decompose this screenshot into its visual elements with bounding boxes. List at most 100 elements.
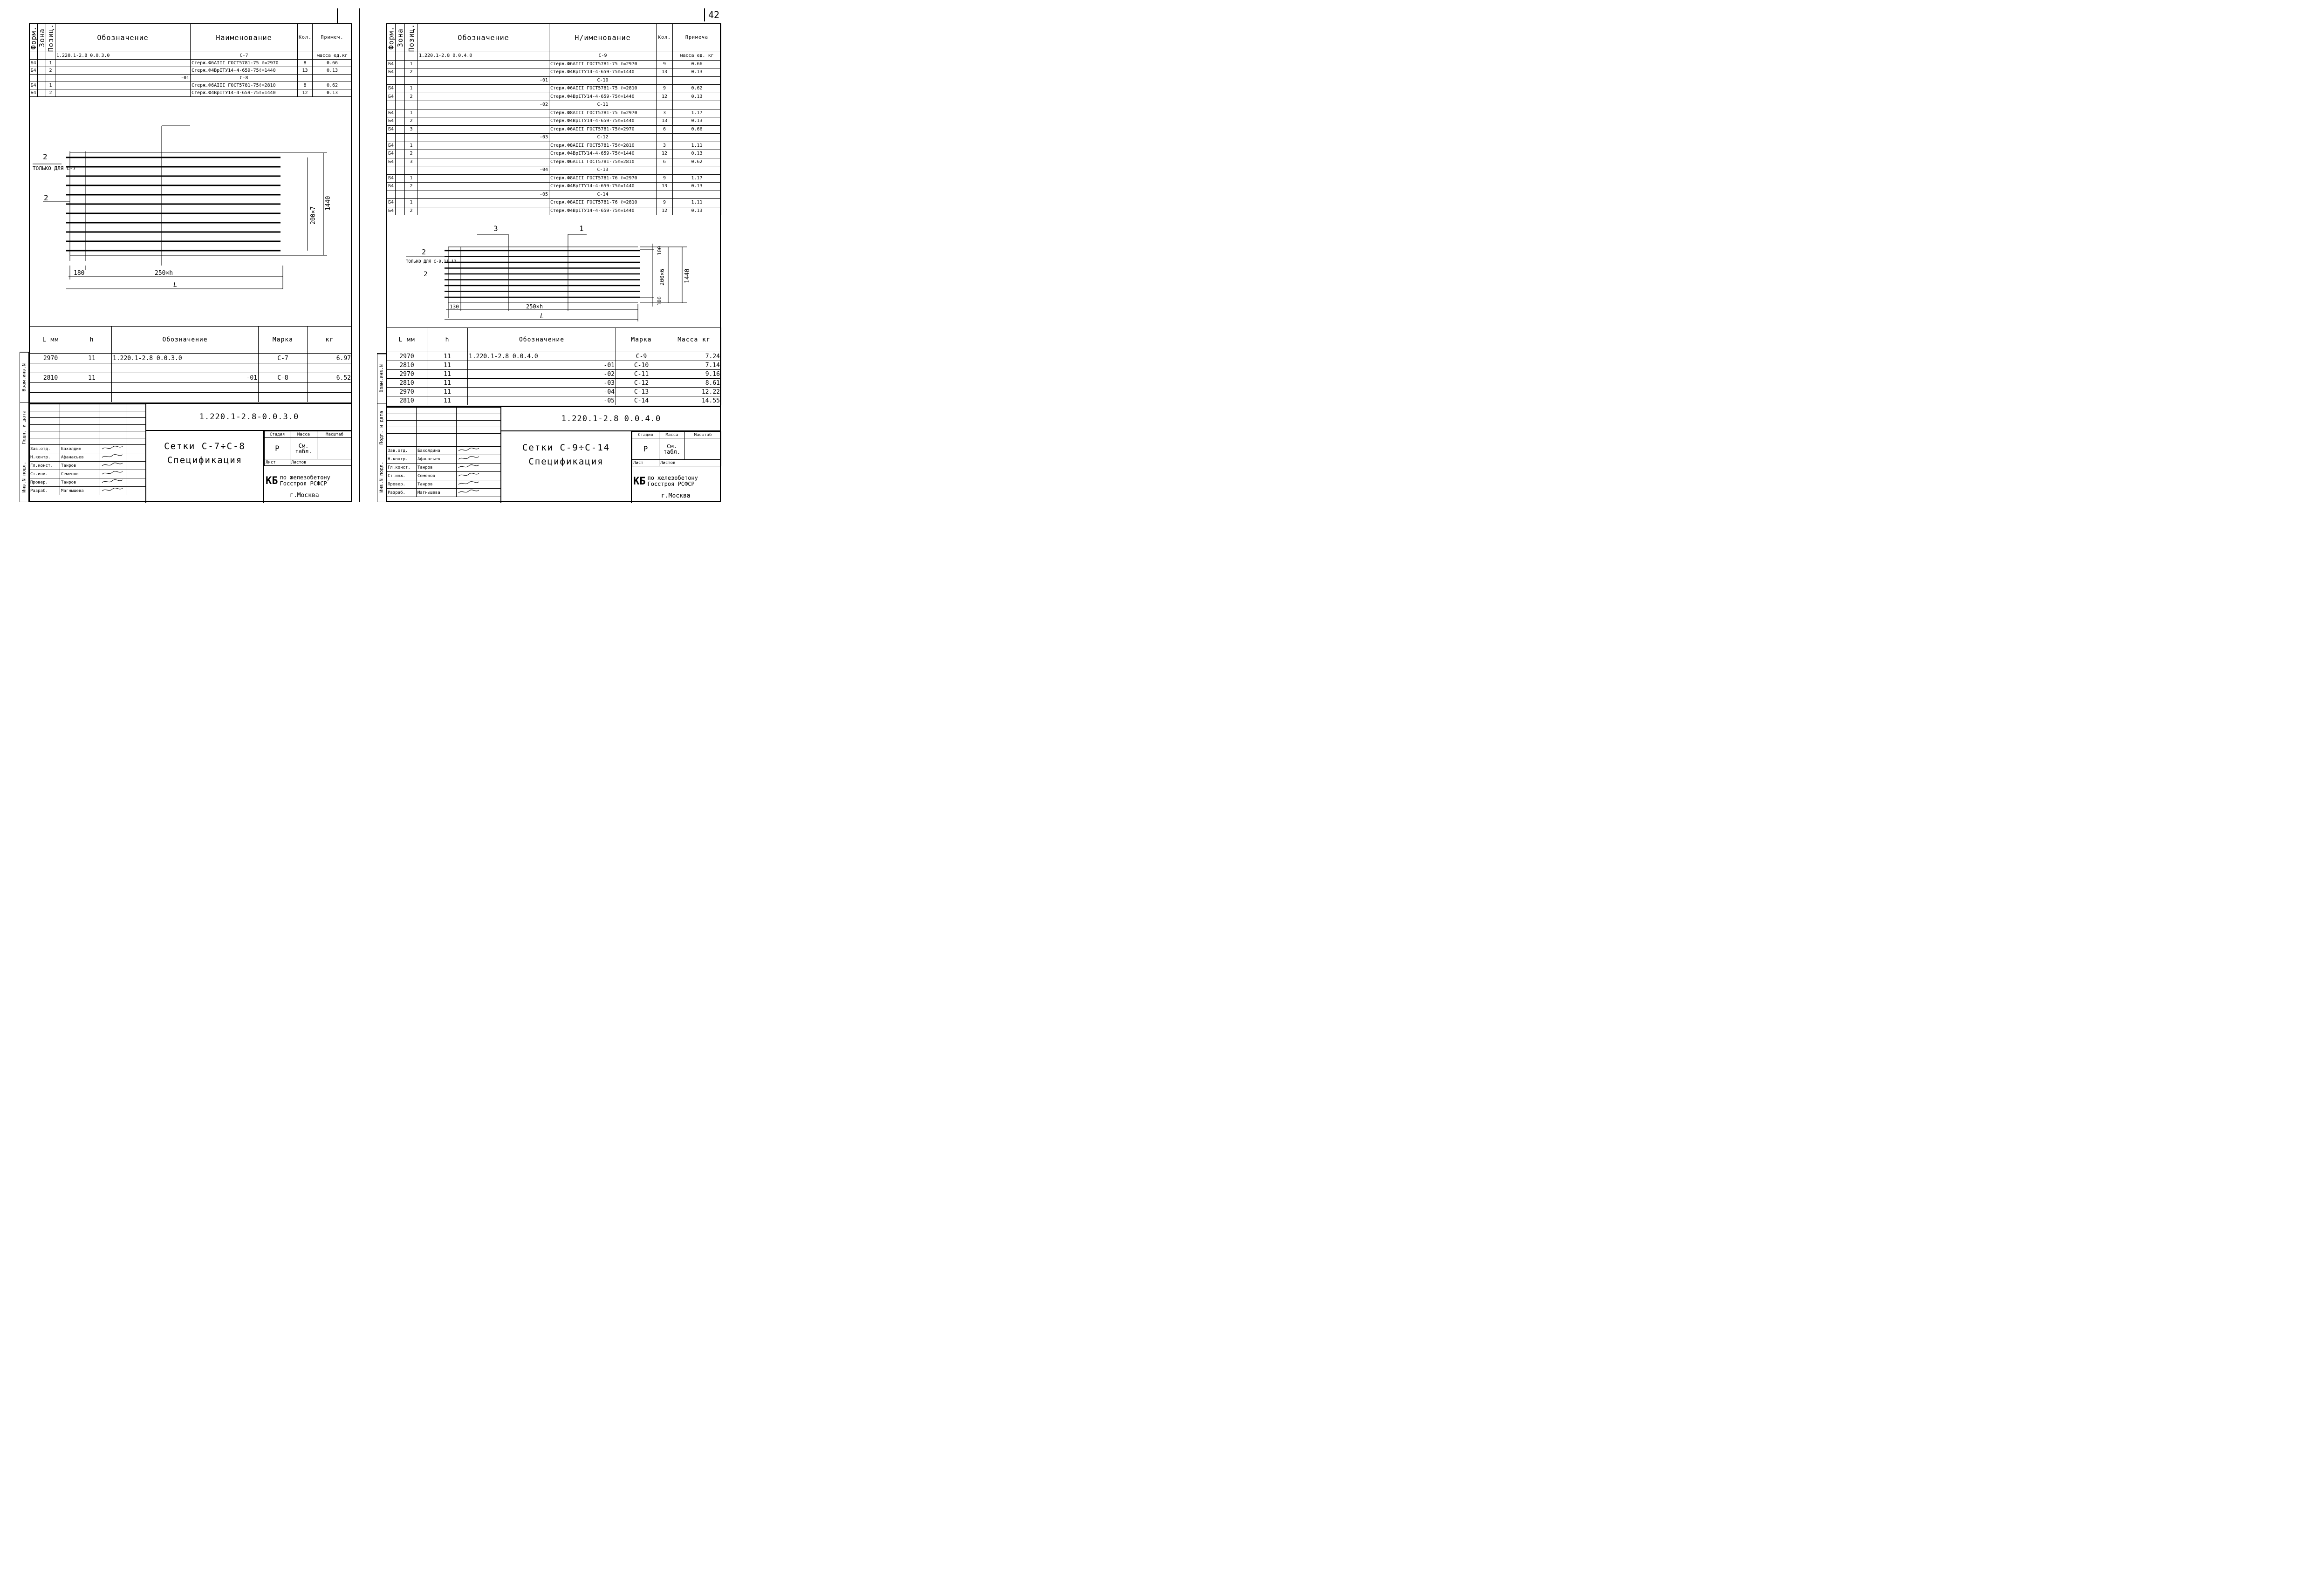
cell-position [404, 52, 418, 61]
cell-qty [656, 190, 673, 199]
stamp-blank [482, 407, 501, 414]
stamp-blank [482, 414, 501, 421]
stage-label: Стадия [264, 431, 290, 438]
scale-label: Масштаб [317, 431, 352, 438]
cell-name: Стерж.Ф4ВрIТУ14-4-659-75ℓ=1440 [190, 67, 298, 75]
cell-zone [395, 157, 405, 167]
col-note: Примеч. [312, 23, 352, 53]
cell-h: 11 [427, 369, 468, 379]
cell-length: 2970 [29, 353, 72, 363]
cell-position: 1 [46, 82, 55, 90]
left-org-city: г.Москва [290, 492, 319, 499]
col-name: Наименование [190, 23, 298, 53]
page-number: 42 [708, 9, 720, 20]
cell-h: 11 [427, 352, 468, 361]
org-line1: по железобетону [280, 474, 330, 481]
col-h: h [72, 326, 112, 354]
cell-position: 2 [46, 67, 55, 75]
stamp-blank [60, 424, 100, 431]
cell-note: 0.13 [312, 67, 352, 75]
cell-position: 2 [46, 89, 55, 97]
stamp-name: Афанасьев [60, 453, 100, 462]
cell-mass: 14.55 [667, 396, 721, 405]
side-label-1: Взам.инв.N [20, 352, 28, 402]
stamp-blank [100, 410, 126, 418]
cell-format [386, 52, 396, 61]
col-mass: кг [307, 326, 352, 354]
cell-name: Стерж.Ф8АIII ГОСТ5781-75ℓ=2810 [549, 141, 657, 150]
cell-mark: С-12 [616, 378, 667, 388]
stamp-blank [482, 433, 501, 440]
cell-h: 11 [427, 378, 468, 388]
left-dim-inner: 200×7 [310, 206, 317, 225]
stamp-row: Н.контр.Афанасьев [386, 455, 501, 464]
left-title-line1: Сетки С-7÷С-8 [164, 441, 246, 451]
right-dim-100a: 100 [657, 246, 663, 255]
cell-note: 0.13 [672, 68, 721, 77]
cell-zone [37, 52, 46, 60]
cell-note: 0.13 [672, 117, 721, 126]
cell-length: 2810 [29, 373, 72, 383]
cell-qty: 13 [297, 67, 313, 75]
sheets-label: Листов [290, 459, 352, 466]
cell-qty: 9 [656, 84, 673, 93]
cell-name: Стерж.Ф4ВрIТУ14-4-659-75ℓ=1440 [549, 150, 657, 158]
cell-format [386, 166, 396, 175]
col-h: h [427, 327, 468, 352]
side-label-2: Подп. и дата [377, 403, 386, 453]
stamp-name: Семенов [60, 470, 100, 478]
cell-h: 11 [72, 373, 112, 383]
stamp-blank [60, 431, 100, 438]
cell-qty: 3 [656, 141, 673, 150]
signature [456, 488, 482, 497]
cell-qty: 8 [297, 82, 313, 90]
left-only-for: ТОЛЬКО ДЛЯ С-7 [33, 165, 76, 171]
cell-qty: 12 [656, 206, 673, 216]
stamp-blank [416, 407, 457, 414]
cell-designation [417, 68, 549, 77]
cell-length: 2810 [386, 378, 427, 388]
cell-note [672, 166, 721, 175]
cell-name: Стерж.Ф4ВрIТУ14-4-659-75ℓ=1440 [549, 92, 657, 102]
org-line2: Госстроя РСФСР [280, 480, 327, 487]
stamp-blank [100, 424, 126, 431]
cell-note [672, 101, 721, 109]
stamp-name: Бахолдина [416, 446, 457, 455]
mass-label: Масса [659, 431, 685, 438]
left-pos-top: 2 [43, 152, 48, 161]
cell-zone [395, 174, 405, 183]
cell-qty [656, 101, 673, 109]
cell-zone [395, 125, 405, 134]
stamp-row: Провер.Танров [386, 480, 501, 489]
cell-position: 1 [404, 109, 418, 118]
stamp-role: Н.контр. [29, 453, 60, 462]
stamp-blank [126, 417, 146, 425]
left-spec-header: Форм. Зона Позиц. Обозначение Наименован… [29, 23, 352, 53]
cell-zone [37, 59, 46, 68]
cell-name: Стерж.Ф4ВрIТУ14-4-659-75ℓ=1440 [549, 182, 657, 191]
cell-format: Б4 [386, 174, 396, 183]
stamp-role: Гл.конст. [386, 463, 417, 472]
stamp-blank [100, 431, 126, 438]
cell-zone [37, 89, 46, 97]
cell-name: Стерж.Ф6АIII ГОСТ5781-75ℓ=2810 [190, 82, 298, 90]
stamp-blank [386, 407, 417, 414]
cell-name: Стерж.Ф8АIII ГОСТ5781-76 ℓ=2970 [549, 174, 657, 183]
cell-position: 1 [404, 198, 418, 207]
cell-format: Б4 [386, 182, 396, 191]
cell-length: 2810 [386, 361, 427, 370]
mass-value: См. табл. [290, 437, 317, 459]
sheet-label: Лист [632, 459, 659, 466]
date-cell [126, 470, 146, 478]
stamp-blank [386, 440, 417, 447]
side-label-2: Подп. и дата [20, 402, 28, 452]
